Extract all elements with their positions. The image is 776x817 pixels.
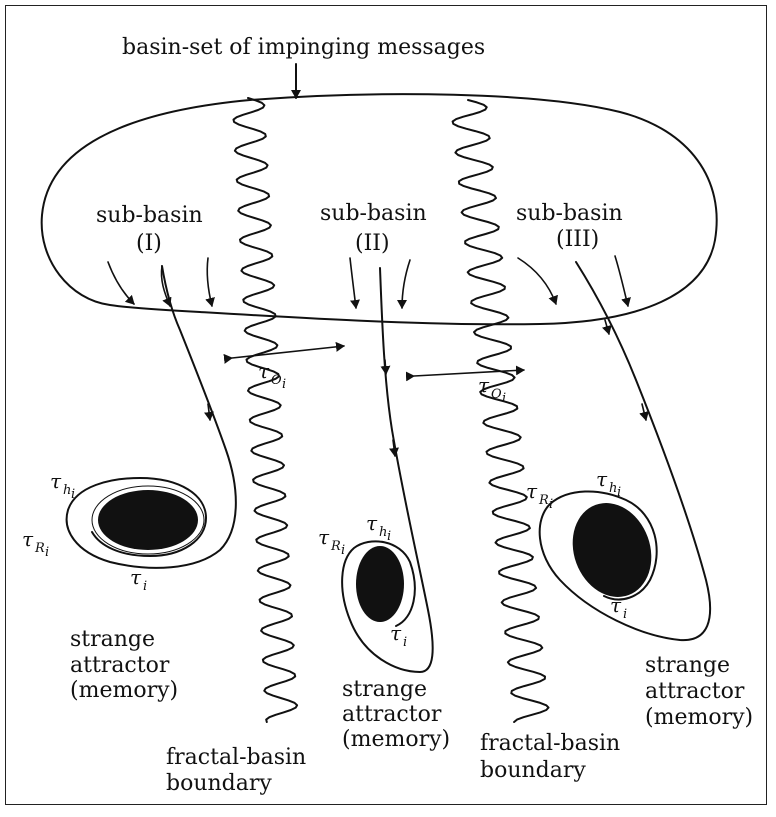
sub-basin-1-label: sub-basin xyxy=(96,203,203,228)
svg-text:τ: τ xyxy=(596,467,608,491)
svg-text:τ: τ xyxy=(366,511,378,535)
svg-text:i: i xyxy=(282,377,286,392)
fractal-boundary-2-label-line1: fractal-basin xyxy=(480,731,620,756)
tau-o-label-1: τ O i xyxy=(258,359,286,392)
svg-text:τ: τ xyxy=(318,525,330,549)
tau-i-label-1: τ i xyxy=(130,565,147,594)
fractal-boundary-line-2 xyxy=(453,100,549,722)
attractor-3-core xyxy=(560,492,664,608)
svg-text:i: i xyxy=(341,543,345,558)
svg-text:i: i xyxy=(623,607,627,622)
trajectory-3-arrow xyxy=(605,320,609,334)
basin-set-title: basin-set of impinging messages xyxy=(122,35,485,60)
tau-h-label-2: τ h i xyxy=(366,511,391,544)
sub-basin-2-label: sub-basin xyxy=(320,201,427,226)
svg-text:R: R xyxy=(34,541,45,556)
svg-text:O: O xyxy=(491,387,502,402)
tau-i-label-2: τ i xyxy=(390,621,407,650)
attractor-2-label-line2: attractor xyxy=(342,702,442,727)
svg-text:O: O xyxy=(271,373,282,388)
tau-o-arrow-1 xyxy=(232,346,344,358)
flow-arrow xyxy=(350,258,356,308)
fractal-boundary-1-label-line2: boundary xyxy=(166,771,272,796)
attractor-1-label-line3: (memory) xyxy=(70,678,178,703)
sub-basin-1-number: (I) xyxy=(136,231,162,256)
attractor-3-label-line1: strange xyxy=(645,653,730,678)
svg-text:i: i xyxy=(387,529,391,544)
flow-arrow xyxy=(108,262,134,304)
tau-h-label-3: τ h i xyxy=(596,467,621,500)
flow-arrow xyxy=(518,258,556,304)
attractor-2-label-line3: (memory) xyxy=(342,727,450,752)
attractor-2-core xyxy=(356,546,404,622)
svg-text:i: i xyxy=(45,545,49,560)
svg-text:i: i xyxy=(617,485,621,500)
svg-text:i: i xyxy=(403,635,407,650)
svg-text:τ: τ xyxy=(526,479,538,503)
svg-text:τ: τ xyxy=(258,359,270,383)
svg-text:i: i xyxy=(143,579,147,594)
fractal-boundary-1-label-line1: fractal-basin xyxy=(166,745,306,770)
sub-basin-3-label: sub-basin xyxy=(516,201,623,226)
sub-basin-2-number: (II) xyxy=(355,231,390,256)
svg-text:τ: τ xyxy=(478,373,490,397)
svg-text:i: i xyxy=(502,391,506,406)
attractor-2-label-line1: strange xyxy=(342,677,427,702)
svg-text:R: R xyxy=(538,493,549,508)
flow-arrow xyxy=(615,256,628,306)
attractor-3-label-line3: (memory) xyxy=(645,705,753,730)
attractor-1-label-line1: strange xyxy=(70,627,155,652)
flow-arrow xyxy=(207,258,212,306)
svg-text:τ: τ xyxy=(130,565,142,589)
svg-text:i: i xyxy=(549,497,553,512)
svg-text:i: i xyxy=(71,487,75,502)
svg-text:τ: τ xyxy=(390,621,402,645)
tau-r-label-1: τ R i xyxy=(22,527,49,560)
sub-basin-3-number: (III) xyxy=(556,227,599,252)
tau-r-label-2: τ R i xyxy=(318,525,345,558)
attractor-3-label-line2: attractor xyxy=(645,679,745,704)
svg-text:R: R xyxy=(330,539,341,554)
flow-arrow xyxy=(402,260,410,308)
fractal-boundary-2-label-line2: boundary xyxy=(480,758,586,783)
tau-o-label-2: τ O i xyxy=(478,373,506,406)
attractor-1-core xyxy=(98,490,198,550)
svg-text:τ: τ xyxy=(50,469,62,493)
trajectory-2-arrow xyxy=(385,360,386,374)
fractal-boundary-line-1 xyxy=(234,98,298,722)
svg-text:τ: τ xyxy=(610,593,622,617)
attractor-1-label-line2: attractor xyxy=(70,653,170,678)
tau-h-label-1: τ h i xyxy=(50,469,75,502)
tau-r-label-3: τ R i xyxy=(526,479,553,512)
svg-text:τ: τ xyxy=(22,527,34,551)
